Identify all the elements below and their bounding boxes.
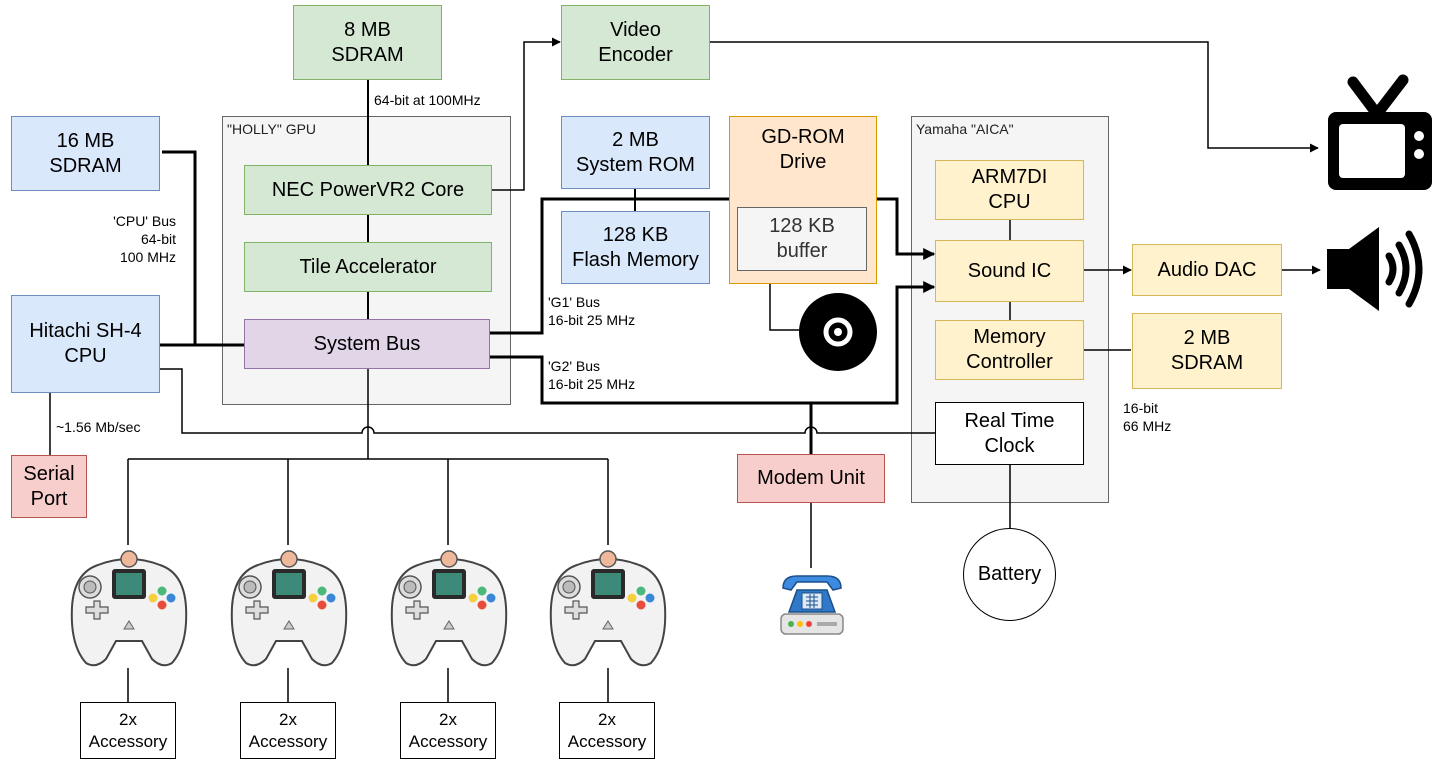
gdrom-drive-line2: Drive [779,151,827,173]
battery-circle: Battery [963,528,1056,621]
g2-bus-label-line1: 'G2' Bus [548,358,601,374]
g1-bus-label-line1: 'G1' Bus [548,294,601,310]
sh4-cpu-box: Hitachi SH-4 CPU [11,295,160,393]
sdram-16mb-box: 16 MB SDRAM [11,116,160,191]
video-encoder-line1: Video [610,18,661,41]
accessory-box-1: 2x Accessory [80,702,176,759]
wire-video-tv [710,41,1319,153]
g2-bus-label-line2: 16-bit 25 MHz [548,376,636,392]
sdram-2mb-box: 2 MB SDRAM [1132,313,1282,389]
wire-sdram16-cpubus [162,150,197,345]
tile-accelerator-label: Tile Accelerator [299,255,437,278]
accessory-3-line2: Accessory [408,731,488,751]
serial-port-box: Serial Port [11,455,87,518]
powervr-core-box: NEC PowerVR2 Core [244,165,492,215]
memory-controller-line1: Memory [973,326,1046,348]
modem-unit-box: Modem Unit [737,454,885,503]
accessory-1-line2: Accessory [88,731,168,751]
real-time-clock-box: Real Time Clock [935,402,1084,465]
sdram-8mb-box: 8 MB SDRAM [293,5,442,80]
real-time-clock-line2: Clock [984,434,1035,457]
flash-memory-box: 128 KB Flash Memory [561,211,710,284]
accessory-2-line2: Accessory [248,731,328,751]
accessory-4-line1: 2x [598,709,616,729]
sdram-2mb-line2: SDRAM [1170,352,1244,374]
sdram-8mb-line1: 8 MB [344,18,391,41]
modem-unit-label: Modem Unit [757,467,865,489]
sound-ic-box: Sound IC [935,240,1084,302]
system-bus-label: System Bus [313,332,421,355]
battery-label: Battery [977,563,1042,585]
holly-gpu-label: "HOLLY" GPU [227,121,317,137]
arm7-cpu-line1: ARM7DI [971,166,1048,188]
accessory-4-line2: Accessory [567,731,647,751]
audio-dac-box: Audio DAC [1132,244,1282,296]
audio-bus-label: 16-bit 66 MHz [1123,399,1171,435]
tv-icon [1328,74,1432,190]
tile-accelerator-box: Tile Accelerator [244,242,492,292]
gpu-bus-label: 64-bit at 100MHz [374,92,481,108]
sdram-8mb-line2: SDRAM [331,43,404,66]
cpu-bus-label: 'CPU' Bus 64-bit 100 MHz [70,212,176,266]
serial-port-line2: Port [30,487,68,510]
memory-controller-line2: Controller [966,351,1053,373]
controller-icon [70,550,188,667]
disc-icon [799,293,877,371]
sh4-cpu-line1: Hitachi SH-4 [29,320,142,342]
speaker-icon [1327,227,1423,311]
system-rom-line2: System ROM [576,153,695,176]
accessory-box-4: 2x Accessory [559,702,655,759]
video-encoder-box: Video Encoder [561,5,710,80]
sdram-16mb-line1: 16 MB [56,129,115,152]
wire-powervr-video [492,37,561,191]
video-encoder-line2: Encoder [598,43,673,66]
sdram-16mb-line2: SDRAM [49,154,122,177]
cpu-bus-label-line2: 64-bit [140,231,176,247]
system-bus-box: System Bus [244,319,490,369]
audio-bus-label-line1: 16-bit [1123,400,1159,416]
g1-bus-label-line2: 16-bit 25 MHz [548,312,636,328]
aica-label: Yamaha "AICA" [916,121,1014,137]
arm7-cpu-line2: CPU [988,191,1031,213]
sh4-cpu-line2: CPU [64,345,107,367]
powervr-core-label: NEC PowerVR2 Core [271,178,465,201]
system-rom-line1: 2 MB [612,128,659,151]
wire-cpu-rtc [160,368,935,434]
serial-port-line1: Serial [23,462,75,485]
wire-gdrom-sound [875,197,936,260]
gdrom-drive-line1: GD-ROM [761,126,845,148]
accessory-box-2: 2x Accessory [240,702,336,759]
accessory-box-3: 2x Accessory [400,702,496,759]
g1-bus-label: 'G1' Bus 16-bit 25 MHz [548,293,635,329]
memory-controller-box: Memory Controller [935,320,1084,380]
wire-g2-bus [490,281,936,405]
serial-rate-label: ~1.56 Mb/sec [56,419,141,435]
accessory-2-line1: 2x [279,709,297,729]
real-time-clock-line1: Real Time [964,409,1055,432]
controller-icon [390,550,508,667]
gdrom-buffer-line2: buffer [776,240,828,262]
controller-icon [230,550,348,667]
sdram-2mb-line1: 2 MB [1183,327,1231,349]
system-rom-box: 2 MB System ROM [561,116,710,189]
gdrom-buffer-line1: 128 KB [769,215,835,237]
sound-ic-label: Sound IC [967,259,1052,282]
cpu-bus-label-line1: 'CPU' Bus [113,213,176,229]
arm7-cpu-box: ARM7DI CPU [935,160,1084,220]
wire-buffer-disc [769,271,800,331]
accessory-1-line1: 2x [119,709,137,729]
accessory-3-line1: 2x [439,709,457,729]
telephone-icon [780,575,844,635]
audio-bus-label-line2: 66 MHz [1123,418,1172,434]
cpu-bus-label-line3: 100 MHz [119,249,176,265]
controller-icon [549,550,667,667]
gdrom-buffer-box: 128 KB buffer [737,207,867,271]
g2-bus-label: 'G2' Bus 16-bit 25 MHz [548,357,635,393]
flash-memory-line2: Flash Memory [572,248,699,271]
flash-memory-line1: 128 KB [602,223,669,246]
audio-dac-label: Audio DAC [1157,258,1257,281]
